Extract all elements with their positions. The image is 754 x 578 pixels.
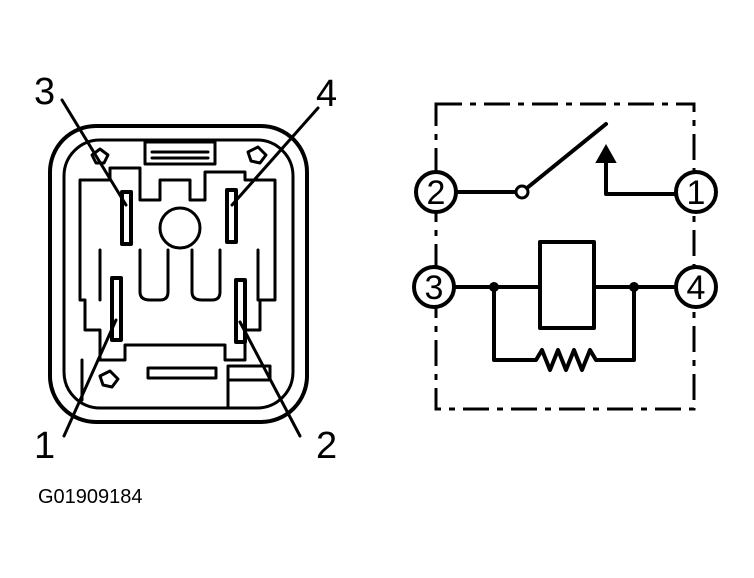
bottom-slot (146, 366, 218, 380)
terminal-label-4: 4 (687, 269, 706, 307)
connector-cavity (78, 166, 277, 362)
terminal-circle-1 (674, 170, 718, 214)
pin-label-1: 1 (34, 425, 55, 467)
lock-mark-bottom-left (98, 369, 120, 389)
terminal-blade-1 (110, 276, 123, 342)
relay-coil (538, 240, 596, 330)
switch-pivot (514, 184, 530, 200)
pin-label-2: 2 (316, 425, 337, 467)
terminal-blade-2 (234, 278, 247, 344)
switch-arm (525, 122, 608, 190)
leader-line-4 (230, 106, 320, 207)
switch-contact-arrow (595, 143, 617, 163)
relay-connector-view: 3 4 1 2 (34, 71, 337, 467)
leader-line-1 (62, 318, 118, 438)
terminal-label-2: 2 (427, 174, 446, 212)
terminal-blade-3 (120, 190, 133, 246)
switch-contact (604, 150, 678, 196)
terminal-blade-4 (225, 188, 238, 244)
terminal-label-3: 3 (425, 269, 444, 307)
terminal-label-1: 1 (687, 174, 706, 212)
connector-latch (143, 140, 217, 166)
connector-housing-inner (62, 138, 295, 410)
leader-line-3 (60, 98, 128, 207)
lock-mark-top-left (90, 147, 110, 165)
figure-id: G01909184 (38, 486, 143, 508)
terminal-circle-4 (674, 265, 718, 309)
leader-line-2 (238, 320, 302, 438)
pin-label-3: 3 (34, 71, 55, 113)
relay-enclosure (434, 102, 696, 411)
keying-post (158, 206, 202, 250)
connector-housing-outer (48, 124, 309, 424)
resistor-branch (492, 285, 636, 372)
relay-schematic: 2 1 3 4 (412, 102, 718, 411)
pin-label-4: 4 (316, 73, 337, 115)
lock-mark-top-right (246, 145, 268, 165)
